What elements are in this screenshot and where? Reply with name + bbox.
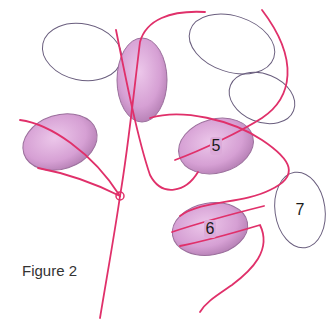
numbered-bead: 5 xyxy=(178,119,254,173)
figure-caption: Figure 2 xyxy=(20,262,79,279)
thread-line xyxy=(116,30,198,190)
thread-line xyxy=(120,12,205,196)
knot xyxy=(116,192,124,200)
empty-bead xyxy=(37,16,127,87)
thread-line xyxy=(180,225,264,312)
filled-bead xyxy=(16,105,105,180)
thread-line xyxy=(175,10,288,160)
thread-line xyxy=(38,168,120,196)
empty-bead xyxy=(182,4,283,84)
thread-line xyxy=(20,120,120,196)
bead-shape xyxy=(172,110,259,182)
thread-line xyxy=(100,196,120,318)
bead-shape xyxy=(270,169,330,251)
numbered-bead: 6 xyxy=(172,203,248,255)
empty-bead: 7 xyxy=(275,172,325,248)
thread-line xyxy=(172,206,264,232)
callout-number: 5 xyxy=(210,137,223,155)
callout-number: 7 xyxy=(294,201,307,219)
bead-shape xyxy=(168,197,252,261)
filled-bead xyxy=(117,38,167,122)
callout-number: 6 xyxy=(204,220,217,238)
thread-line xyxy=(150,114,289,216)
